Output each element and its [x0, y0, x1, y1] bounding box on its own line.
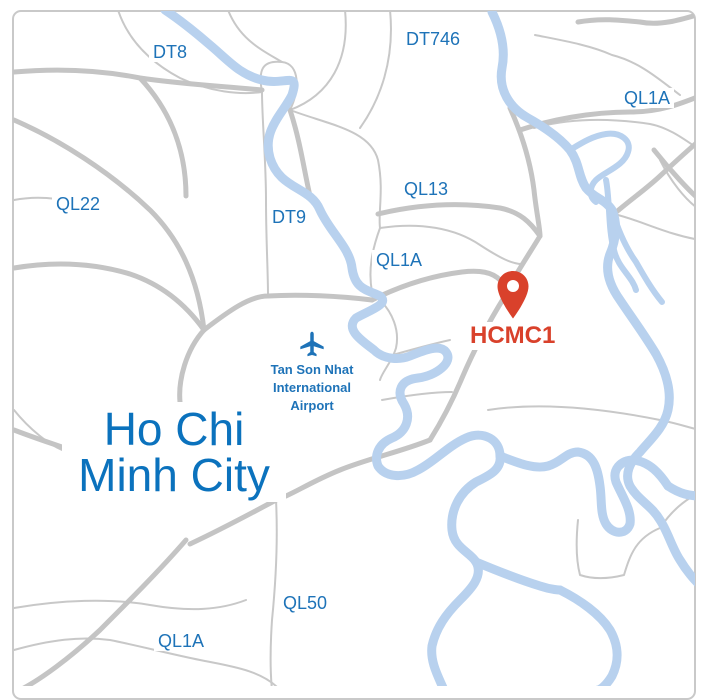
map-frame[interactable]: [12, 10, 696, 700]
airport-name-line1: Tan Son Nhat: [270, 362, 354, 377]
road-label-ql1a-south: QL1A: [154, 631, 209, 651]
airport-name-line2: International: [272, 380, 351, 395]
road-label-ql50: QL50: [279, 593, 332, 613]
marker-label[interactable]: HCMC1: [466, 322, 560, 350]
road-label-ql1a-center: QL1A: [372, 250, 427, 270]
airport-name-line3: Airport: [290, 398, 334, 413]
city-name-line2: Minh City: [78, 449, 270, 501]
location-pin-icon[interactable]: [496, 270, 530, 320]
road-label-dt746: DT746: [402, 29, 465, 49]
road-label-ql22: QL22: [52, 194, 105, 214]
road-label-dt8: DT8: [149, 42, 192, 62]
city-label: Ho Chi Minh City: [62, 402, 286, 502]
road-label-ql1a-northeast: QL1A: [620, 88, 675, 108]
road-label-dt9: DT9: [268, 207, 311, 227]
saigon-river: [160, 11, 695, 686]
road-label-ql13: QL13: [400, 179, 453, 199]
minor-roads: [13, 11, 695, 686]
airplane-icon[interactable]: [298, 330, 326, 358]
city-name-line1: Ho Chi: [103, 403, 245, 455]
major-roads: [13, 11, 695, 686]
